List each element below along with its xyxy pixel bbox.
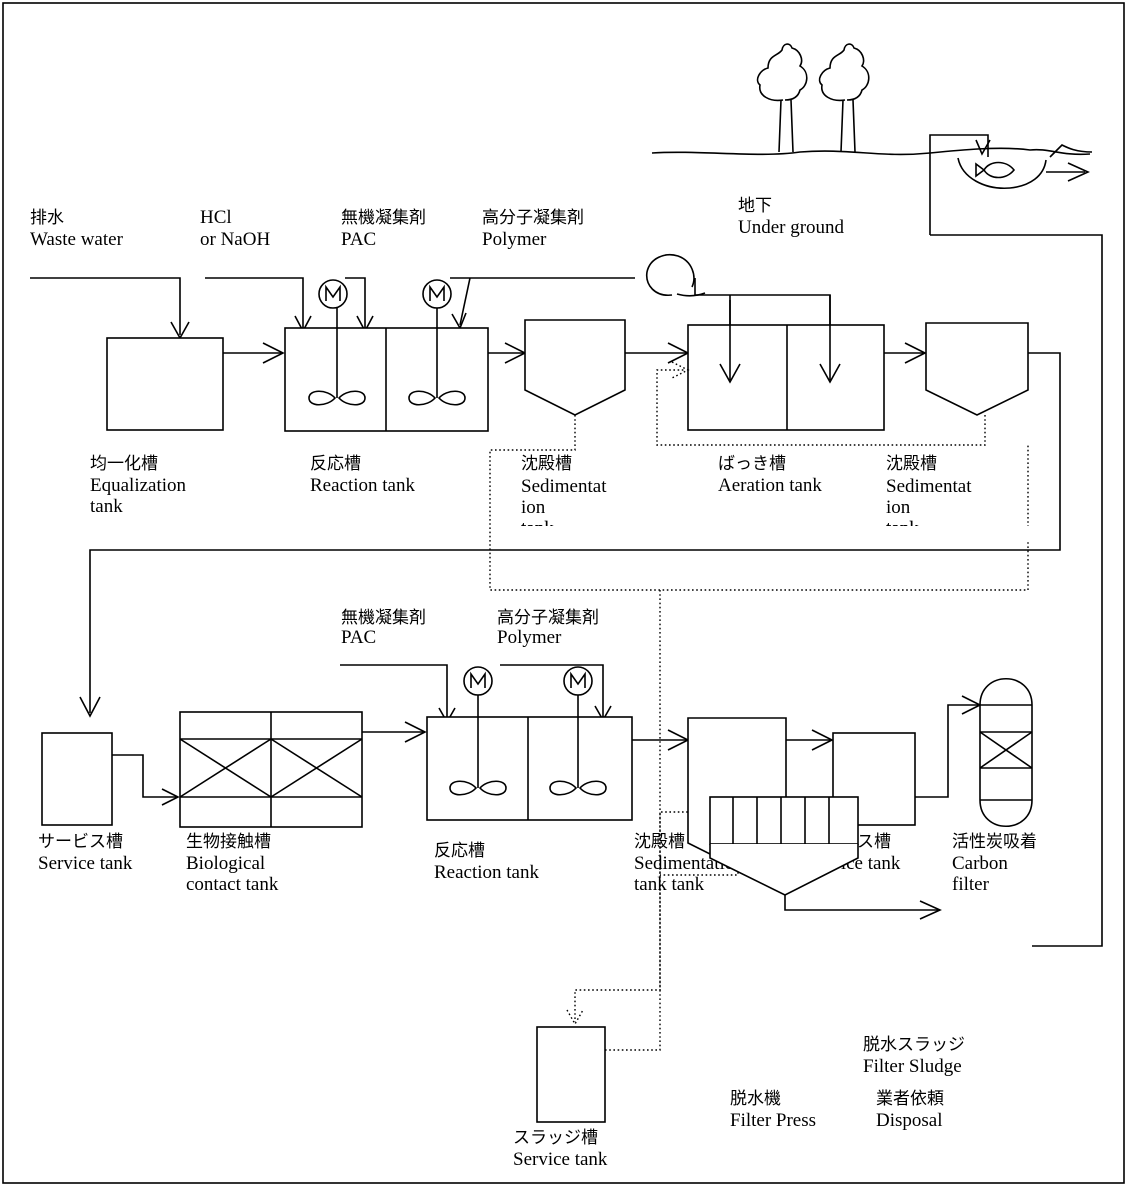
sludge-tank-label-en: Service tank: [513, 1149, 608, 1170]
pac-label-jp-2: 無機凝集剤: [341, 608, 426, 628]
service-1-label-jp: サービス槽: [38, 832, 123, 852]
reaction-1-label-jp: 反応槽: [310, 454, 361, 474]
pac-label-en-2: PAC: [341, 627, 376, 648]
polymer-label-en-2: Polymer: [497, 627, 562, 648]
reaction-tank-1: [284, 279, 489, 432]
sedimentation-2-label-en-3-clipped: tank: [886, 518, 919, 539]
carbon-label-en-1: Carbon: [952, 853, 1008, 874]
sedimentation-2-label-jp: 沈殿槽: [886, 454, 937, 474]
polymer-label-jp-1: 高分子凝集剤: [482, 208, 584, 228]
carbon-filter: [979, 677, 1033, 828]
waste-water-label-jp: 排水: [30, 208, 64, 228]
reaction-1-label-en: Reaction tank: [310, 475, 415, 496]
disposal-label-jp: 業者依頼: [876, 1089, 944, 1109]
filter-press-label-jp: 脱水機: [730, 1089, 781, 1109]
hcl-label-1: HCl: [200, 207, 232, 228]
sedimentation-2-label-en-2: ion: [886, 497, 911, 518]
service-1-label-en: Service tank: [38, 853, 133, 874]
biological-label-en-2: contact tank: [186, 874, 279, 895]
biological-label-jp: 生物接触槽: [186, 832, 271, 852]
mixer-motor-icon: [463, 666, 493, 696]
waste-water-label-en: Waste water: [30, 229, 124, 250]
polymer-label-en-1: Polymer: [482, 229, 547, 250]
reaction-2-label-jp: 反応槽: [434, 841, 485, 861]
underground-label-jp: 地下: [738, 196, 772, 216]
equalization-label-en-2: tank: [90, 496, 123, 517]
tree-icon: [818, 43, 870, 153]
fish-icon: [975, 161, 1016, 179]
sedimentation-1-label-jp: 沈殿槽: [521, 454, 572, 474]
carbon-label-jp: 活性炭吸着: [952, 832, 1037, 852]
sedimentation-tank-2: [925, 322, 1029, 416]
sedimentation-1-label-en-2: ion: [521, 497, 546, 518]
reaction-tank-2: [426, 666, 633, 821]
aeration-label-en: Aeration tank: [718, 475, 822, 496]
landscape: [651, 43, 1103, 947]
filter-sludge-label-jp: 脱水スラッジ: [863, 1035, 965, 1055]
blower-icon: [646, 254, 706, 297]
filter-press-label-en: Filter Press: [730, 1110, 816, 1131]
aeration-label-jp: ばっき槽: [718, 454, 786, 474]
filter-sludge-label-en: Filter Sludge: [863, 1056, 962, 1077]
biological-label-en-1: Biological: [186, 853, 265, 874]
mixer-motor-icon: [563, 666, 593, 696]
aeration-tank: [687, 295, 885, 431]
service-tank-1: [41, 732, 113, 826]
pac-label-en-1: PAC: [341, 229, 376, 250]
row2-pipes: [112, 664, 982, 806]
filter-press: [709, 796, 942, 920]
sedimentation-3-label-jp: 沈殿槽: [634, 832, 685, 852]
sedimentation-tank-1: [524, 319, 626, 416]
sedimentation-3-label-en-2: tank tank: [634, 874, 705, 895]
sludge-tank-label-jp: スラッジ槽: [513, 1128, 598, 1148]
hcl-label-2: or NaOH: [200, 229, 270, 250]
mixer-motor-icon: [318, 279, 348, 309]
mixer-motor-icon: [422, 279, 452, 309]
sedimentation-1-label-en-1: Sedimentat: [521, 476, 607, 497]
reaction-2-label-en: Reaction tank: [434, 862, 539, 883]
carbon-label-en-2: filter: [952, 874, 990, 895]
sedimentation-2-label-en-1: Sedimentat: [886, 476, 972, 497]
equalization-tank: [106, 337, 224, 431]
equalization-label-en-1: Equalization: [90, 475, 187, 496]
disposal-label-en: Disposal: [876, 1110, 943, 1131]
biological-contact-tank: [179, 711, 363, 828]
equalization-label-jp: 均一化槽: [90, 454, 158, 474]
sedimentation-1-label-en-3-clipped: tank: [521, 518, 554, 539]
underground-label-en: Under ground: [738, 217, 845, 238]
polymer-label-jp-2: 高分子凝集剤: [497, 608, 599, 628]
pac-label-jp-1: 無機凝集剤: [341, 208, 426, 228]
tree-icon: [756, 43, 808, 153]
sludge-tank: [536, 1026, 606, 1123]
